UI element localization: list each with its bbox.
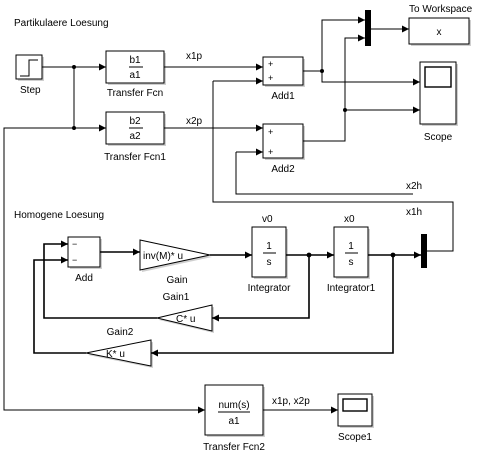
mux-top[interactable] — [365, 10, 371, 46]
transfer-fcn1-num: b2 — [129, 116, 141, 127]
scope1-block[interactable] — [337, 393, 374, 428]
signal-x1p-x2p: x1p, x2p — [272, 396, 310, 407]
transfer-fcn2-label: Transfer Fcn2 — [203, 442, 265, 453]
gain2-label: Gain2 — [107, 327, 134, 338]
integrator1-label: Integrator1 — [327, 283, 376, 294]
gain1-expr: C* u — [176, 314, 195, 325]
section-title-particular: Partikulaere Loesung — [14, 18, 109, 29]
add-label: Add — [75, 273, 93, 284]
transfer-fcn-den: a1 — [129, 70, 141, 81]
scope1-label: Scope1 — [338, 432, 372, 443]
transfer-fcn1-den: a2 — [129, 131, 141, 142]
integrator-label: Integrator — [248, 283, 291, 294]
add1-sign1: + — [268, 59, 273, 69]
gain2-block[interactable]: K* u — [85, 339, 153, 368]
scope-label: Scope — [424, 132, 453, 143]
add-sign2: − — [72, 255, 77, 265]
gain1-label: Gain1 — [163, 292, 190, 303]
add-sign1: − — [72, 239, 77, 249]
signal-lines — [3, 16, 454, 414]
integrator-den: s — [267, 257, 272, 268]
signal-x0: x0 — [344, 214, 355, 225]
add2-block[interactable]: + + — [262, 123, 305, 160]
signal-v0: v0 — [262, 214, 273, 225]
add-block[interactable]: − − — [67, 236, 102, 269]
step-block[interactable] — [15, 54, 44, 81]
transfer-fcn2-den: a1 — [228, 416, 240, 427]
add2-sign1: + — [268, 127, 273, 137]
transfer-fcn-block[interactable]: b1 a1 — [105, 50, 166, 85]
gain-label: Gain — [166, 275, 187, 286]
scope1-screen-icon — [342, 398, 368, 412]
add1-sign2: + — [268, 73, 273, 83]
to-workspace-label: To Workspace — [409, 4, 473, 15]
transfer-fcn-num: b1 — [129, 55, 141, 66]
transfer-fcn-label: Transfer Fcn — [107, 88, 163, 99]
integrator1-block[interactable]: 1 s — [333, 226, 370, 279]
add2-sign2: + — [268, 147, 273, 157]
to-workspace-block[interactable]: x — [408, 17, 471, 46]
gain1-block[interactable]: C* u — [156, 304, 214, 333]
signal-x2h: x2h — [406, 181, 422, 192]
add1-label: Add1 — [271, 91, 295, 102]
add1-block[interactable]: + + — [262, 56, 305, 87]
transfer-fcn2-block[interactable]: num(s) a1 — [204, 384, 265, 437]
transfer-fcn1-label: Transfer Fcn1 — [104, 152, 166, 163]
gain-block[interactable]: inv(M)* u — [139, 239, 212, 272]
step-icon — [20, 59, 38, 77]
mux-bottom[interactable] — [421, 234, 427, 268]
integrator-num: 1 — [266, 241, 272, 252]
step-label: Step — [20, 85, 41, 96]
gain-expr: inv(M)* u — [143, 251, 183, 262]
scope-block[interactable] — [419, 61, 458, 126]
signal-x2p: x2p — [186, 116, 203, 127]
section-title-homogeneous: Homogene Loesung — [14, 210, 104, 221]
signal-x1h: x1h — [406, 207, 422, 218]
integrator1-num: 1 — [348, 241, 354, 252]
integrator1-den: s — [349, 257, 354, 268]
scope-screen-icon — [424, 66, 452, 88]
to-workspace-var: x — [437, 27, 442, 38]
integrator-block[interactable]: 1 s — [251, 226, 288, 279]
gain2-expr: K* u — [106, 349, 125, 360]
add2-label: Add2 — [271, 164, 295, 175]
transfer-fcn2-num: num(s) — [218, 400, 249, 411]
transfer-fcn1-block[interactable]: b2 a2 — [105, 111, 166, 146]
signal-x1p: x1p — [186, 51, 203, 62]
